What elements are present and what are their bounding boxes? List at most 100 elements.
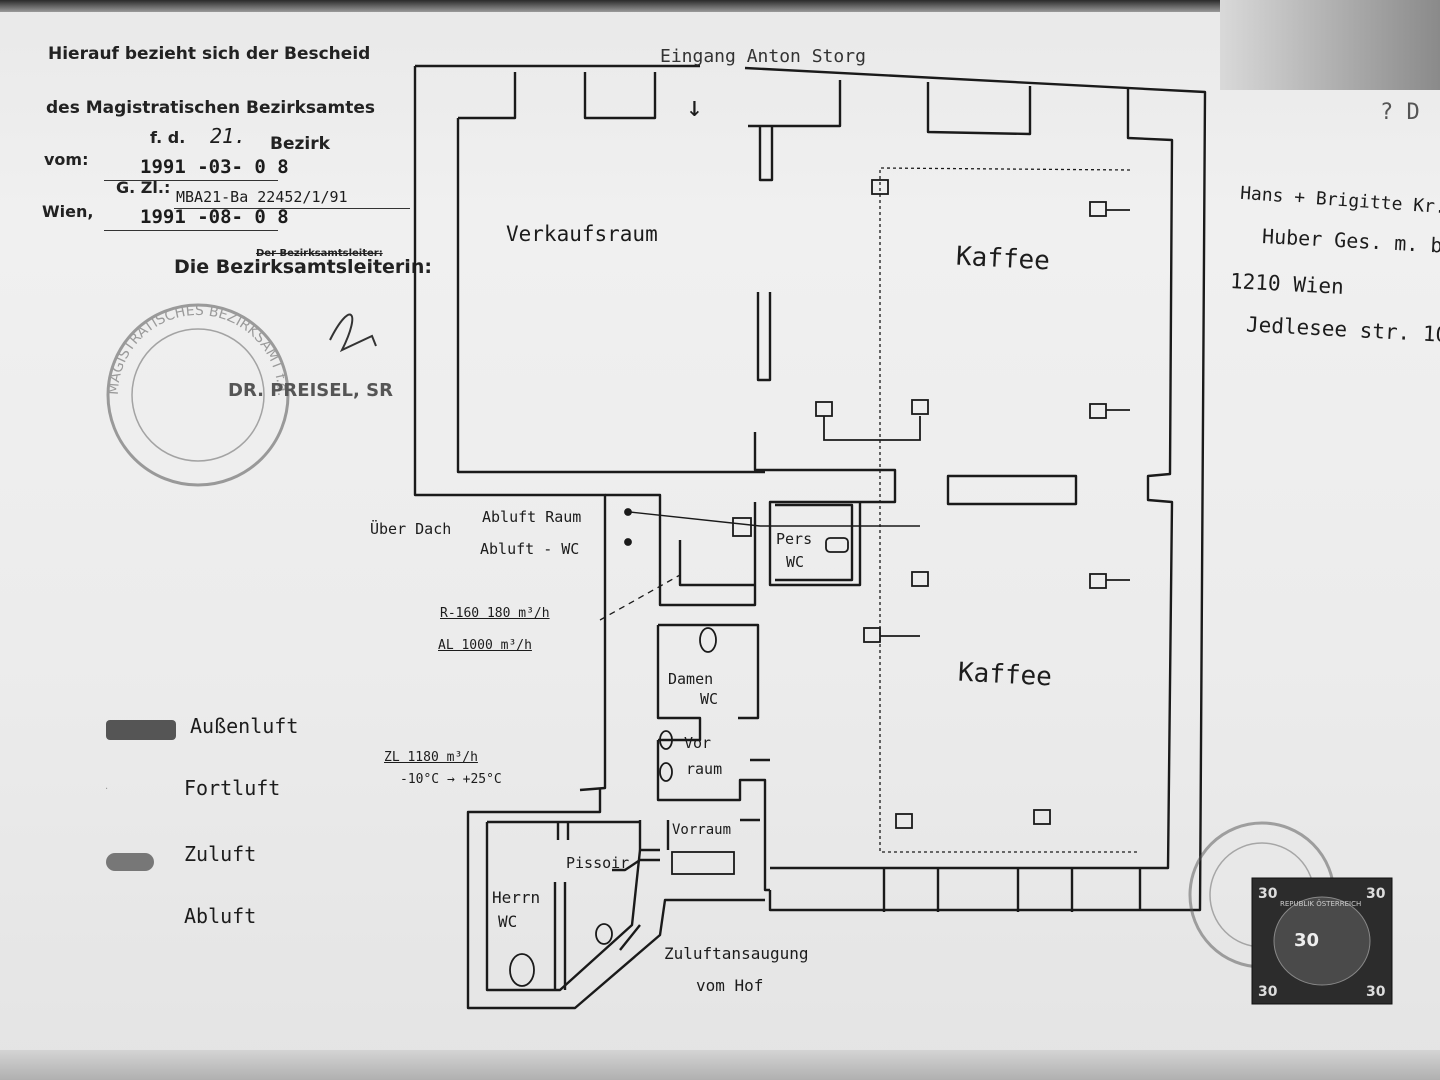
vom-underline	[104, 180, 278, 181]
room-vorraum-3: Vorraum	[672, 822, 732, 838]
district-prefix: f. d.	[150, 128, 186, 147]
background-edge	[0, 0, 1440, 12]
vent-k9	[895, 813, 913, 829]
room-pissoir: Pissoir	[566, 854, 630, 872]
inner-wall-bottom	[770, 866, 1142, 912]
partition-entrance	[758, 126, 774, 182]
background-strip-bottom	[0, 1050, 1440, 1080]
room-herren-wc-1: Herrn	[492, 888, 541, 907]
vent-k3	[815, 401, 833, 417]
vent-k10	[1033, 809, 1051, 825]
hof-duct	[612, 858, 660, 951]
partition-mid	[756, 292, 772, 382]
annotation-temp: -10°C → +25°C	[400, 772, 502, 787]
toilet-damen	[699, 627, 717, 653]
toilet-herren	[509, 953, 535, 987]
official-seal: MAGISTRATISCHES BEZIRKSAMT f.d. 21. BEZ.…	[0, 0, 290, 487]
pissoir-fixture	[595, 923, 613, 945]
stamp-value-4: 30	[1366, 984, 1386, 1000]
revenue-stamp: 30 30 30 30 30 REPUBLIK ÖSTERREICH	[1251, 877, 1393, 1005]
signature-name: DR. PREISEL, SR	[228, 380, 393, 401]
herren-divider	[553, 822, 570, 990]
corner-mark: ? D	[1380, 100, 1420, 125]
stamp-value-1: 30	[1258, 886, 1278, 902]
wien-value: 1991 -08- 0 8	[140, 206, 289, 228]
vent-k2	[1089, 201, 1107, 217]
legend-swatch-aussenluft	[106, 720, 176, 740]
vorraum	[656, 740, 770, 892]
header-line-1: Hierauf bezieht sich der Bescheid	[48, 44, 371, 64]
district-suffix: Bezirk	[270, 134, 330, 154]
room-pers-wc-2: WC	[786, 553, 805, 571]
svg-text:MAGISTRATISCHES BEZIRKSAMT f.d: MAGISTRATISCHES BEZIRKSAMT f.d. 21. BEZ.…	[0, 0, 290, 397]
herren-wc-inner	[485, 820, 642, 992]
gzl-value: MBA21-Ba 22452/1/91	[176, 188, 348, 206]
annotation-abluft-raum: Abluft Raum	[482, 508, 582, 526]
duct-dashed-2	[879, 167, 1140, 853]
partition-lower	[753, 432, 897, 587]
room-pers-wc-1: Pers	[776, 530, 813, 548]
damen-wc	[656, 623, 760, 742]
legend-fortluft: Fortluft	[184, 776, 281, 800]
annotation-al1000: AL 1000 m³/h	[438, 638, 532, 653]
room-verkaufsraum: Verkaufsraum	[506, 222, 658, 246]
vent-k4	[911, 399, 929, 415]
vent-k8	[863, 627, 881, 643]
vent-k5	[1089, 403, 1107, 419]
room-kaffee-top: Kaffee	[955, 241, 1051, 277]
vent-k6	[911, 571, 929, 587]
district-number: 21.	[210, 124, 247, 148]
duct-node-2	[624, 538, 632, 546]
vent-k1	[871, 179, 889, 195]
room-vorraum-2: raum	[686, 760, 723, 778]
inner-wall-top	[458, 72, 657, 120]
wc-cluster	[605, 493, 757, 607]
background-strip	[1220, 0, 1440, 90]
stamp-text: REPUBLIK ÖSTERREICH	[1280, 899, 1361, 908]
wash-2	[659, 762, 673, 782]
gzl-label: G. Zl.:	[116, 178, 171, 197]
stamp-value-2: 30	[1366, 886, 1386, 902]
stamp-value-center: 30	[1294, 930, 1319, 951]
wien-underline	[104, 230, 278, 231]
legend-swatch-zuluft	[106, 853, 154, 871]
annotation-zl1180: ZL 1180 m³/h	[384, 750, 478, 765]
legend-aussenluft: Außenluft	[190, 714, 299, 738]
wien-label: Wien,	[42, 202, 94, 221]
seal-text: MAGISTRATISCHES BEZIRKSAMT f.d. 21. BEZ.…	[0, 0, 290, 397]
signer-title: Die Bezirksamtsleiterin:	[174, 256, 432, 278]
abluft-raum	[678, 540, 755, 587]
vent-unit	[732, 517, 752, 537]
legend-zuluft: Zuluft	[184, 842, 257, 866]
room-vorraum-1: Vor	[684, 734, 712, 752]
outer-wall	[415, 64, 1207, 912]
duct-line	[629, 511, 920, 527]
gzl-underline	[174, 208, 410, 209]
herren-wc-outer	[466, 788, 765, 1010]
duct-node-1	[624, 508, 632, 516]
annotation-abluft-wc: Abluft - WC	[480, 540, 580, 558]
wash-basin	[825, 537, 849, 553]
signature-scribble	[329, 313, 377, 353]
inner-wall-top-right	[748, 80, 1174, 870]
room-damen-wc-1: Damen	[668, 670, 714, 688]
vom-value: 1991 -03- 0 8	[140, 156, 289, 178]
header-line-2: des Magistratischen Bezirksamtes	[46, 98, 376, 118]
room-kaffee-bottom: Kaffee	[957, 657, 1053, 693]
room-damen-wc-2: WC	[700, 690, 719, 708]
partition-bar	[946, 474, 1078, 506]
vent-connectors	[823, 209, 1130, 637]
grill-unit	[671, 851, 735, 875]
duct-dashed	[599, 574, 681, 621]
legend-abluft: Abluft	[184, 904, 257, 928]
annotation-zuluft-ansaugung: Zuluftansaugung	[664, 944, 809, 963]
annotation-r160: R-160 180 m³/h	[440, 606, 550, 621]
room-herren-wc-2: WC	[498, 912, 518, 931]
entrance-arrow: ↓	[686, 90, 703, 123]
annotation-vom-hof: vom Hof	[696, 976, 764, 995]
annotation-ueber-dach: Über Dach	[370, 520, 452, 538]
wash-1	[659, 730, 673, 750]
outer-wall-left	[413, 66, 607, 792]
